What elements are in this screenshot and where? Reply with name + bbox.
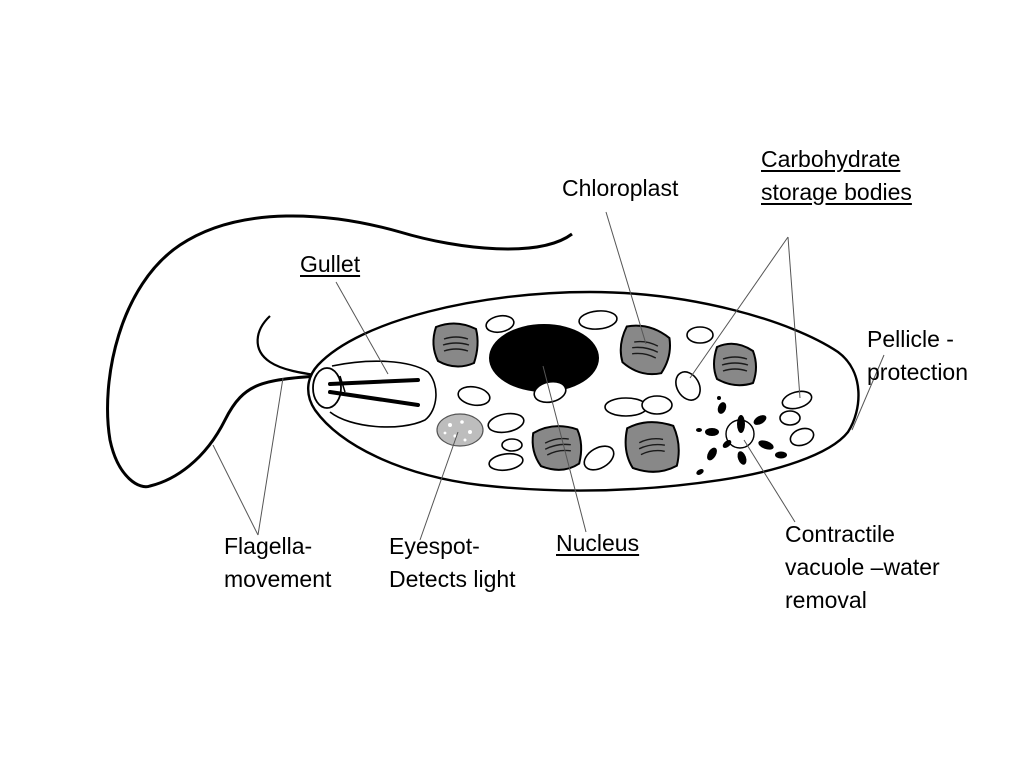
carbohydrate-text-line2: storage bodies — [761, 179, 912, 205]
storage-bodies — [457, 310, 815, 472]
vacuole-text-line1: Contractile — [785, 521, 895, 547]
pellicle-label: Pellicle - protection — [867, 323, 968, 389]
flagella-text-line1: Flagella- — [224, 533, 313, 559]
chloroplast-label: Chloroplast — [562, 172, 678, 205]
vacuole-text-line3: removal — [785, 587, 867, 613]
chloroplast-text: Chloroplast — [562, 175, 679, 201]
nucleus — [489, 324, 599, 392]
eyespot-text-line2: Detects light — [389, 566, 516, 592]
flagella-label: Flagella- movement — [224, 530, 331, 596]
chloroplast-4 — [531, 425, 583, 471]
flagellum — [106, 214, 573, 489]
gullet-label: Gullet — [300, 248, 360, 281]
leader-lines — [212, 211, 885, 541]
chloroplast-2 — [619, 324, 671, 376]
gullet-structure — [312, 360, 437, 428]
chloroplast-1 — [432, 322, 479, 368]
carbohydrate-storage-label: Carbohydrate storage bodies — [761, 143, 912, 209]
contractile-vacuole-label: Contractile vacuole –water removal — [785, 518, 940, 617]
eyespot — [436, 413, 484, 447]
nucleus-label: Nucleus — [556, 527, 639, 560]
flagella-text-line2: movement — [224, 566, 332, 592]
pellicle-text-line1: Pellicle - — [867, 326, 954, 352]
pellicle-text-line2: protection — [867, 359, 969, 385]
chloroplast-3 — [713, 342, 757, 387]
eyespot-text-line1: Eyespot- — [389, 533, 480, 559]
chloroplast-5 — [624, 421, 680, 473]
eyespot-label: Eyespot- Detects light — [389, 530, 516, 596]
nucleus-text: Nucleus — [556, 530, 640, 556]
contractile-vacuole — [696, 396, 787, 475]
carbohydrate-text-line1: Carbohydrate — [761, 146, 901, 172]
gullet-text: Gullet — [300, 251, 361, 277]
vacuole-text-line2: vacuole –water — [785, 554, 940, 580]
